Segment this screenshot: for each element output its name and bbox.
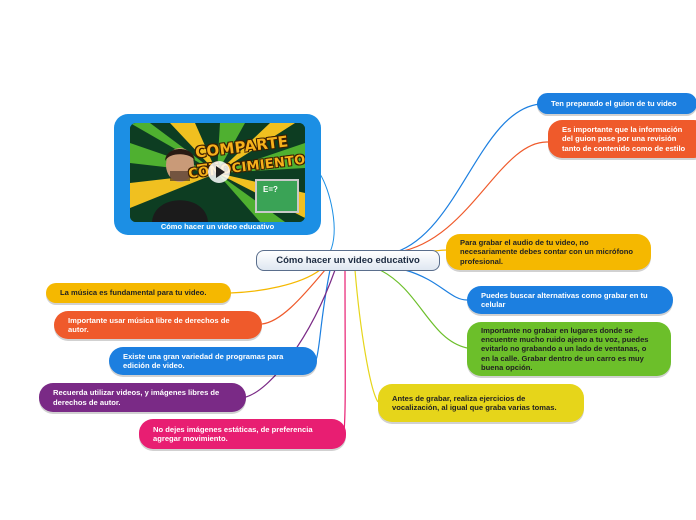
topic-label: No dejes imágenes estáticas, de preferen… [153,424,313,443]
chalkboard-text: E=? [263,185,278,194]
topic-label: Importante usar música libre de derechos… [68,315,230,334]
topic-label: Ten preparado el guion de tu video [551,98,677,108]
topic-audio[interactable]: Para grabar el audio de tu video, no nec… [446,234,651,270]
topic-videos-libres[interactable]: Recuerda utilizar videos, y imágenes lib… [39,383,246,412]
topic-revision[interactable]: Es importante que la información del gui… [548,120,696,158]
topic-label: Recuerda utilizar videos, y imágenes lib… [53,388,220,407]
topic-guion[interactable]: Ten preparado el guion de tu video [537,93,696,114]
video-caption: Cómo hacer un video educativo [160,222,275,231]
topic-movimiento[interactable]: No dejes imágenes estáticas, de preferen… [139,419,346,449]
video-card[interactable]: COMPARTE TU CONOCIMIENTO!! E=? Cómo hace… [114,114,321,235]
topic-vocalizacion[interactable]: Antes de grabar, realiza ejercicios de v… [378,384,584,422]
presenter-figure [152,148,208,222]
topic-label: Importante no grabar en lugares donde se… [481,326,649,372]
topic-label: La música es fundamental para tu video. [60,288,207,298]
topic-label: Puedes buscar alternativas como grabar e… [481,290,648,309]
play-icon[interactable] [208,161,230,183]
topic-label: Antes de grabar, realiza ejercicios de v… [392,393,557,412]
central-topic[interactable]: Cómo hacer un video educativo [256,250,440,271]
topic-musica[interactable]: La música es fundamental para tu video. [46,283,231,303]
topic-musica-libre[interactable]: Importante usar música libre de derechos… [54,311,262,339]
chalkboard-icon: E=? [255,179,299,213]
topic-celular[interactable]: Puedes buscar alternativas como grabar e… [467,286,673,314]
topic-ruido[interactable]: Importante no grabar en lugares donde se… [467,322,671,376]
topic-label: Es importante que la información del gui… [562,125,686,153]
topic-label: Existe una gran variedad de programas pa… [123,351,284,370]
topic-programas-edicion[interactable]: Existe una gran variedad de programas pa… [109,347,317,375]
topic-label: Para grabar el audio de tu video, no nec… [460,238,634,266]
video-thumbnail[interactable]: COMPARTE TU CONOCIMIENTO!! E=? [130,123,305,222]
